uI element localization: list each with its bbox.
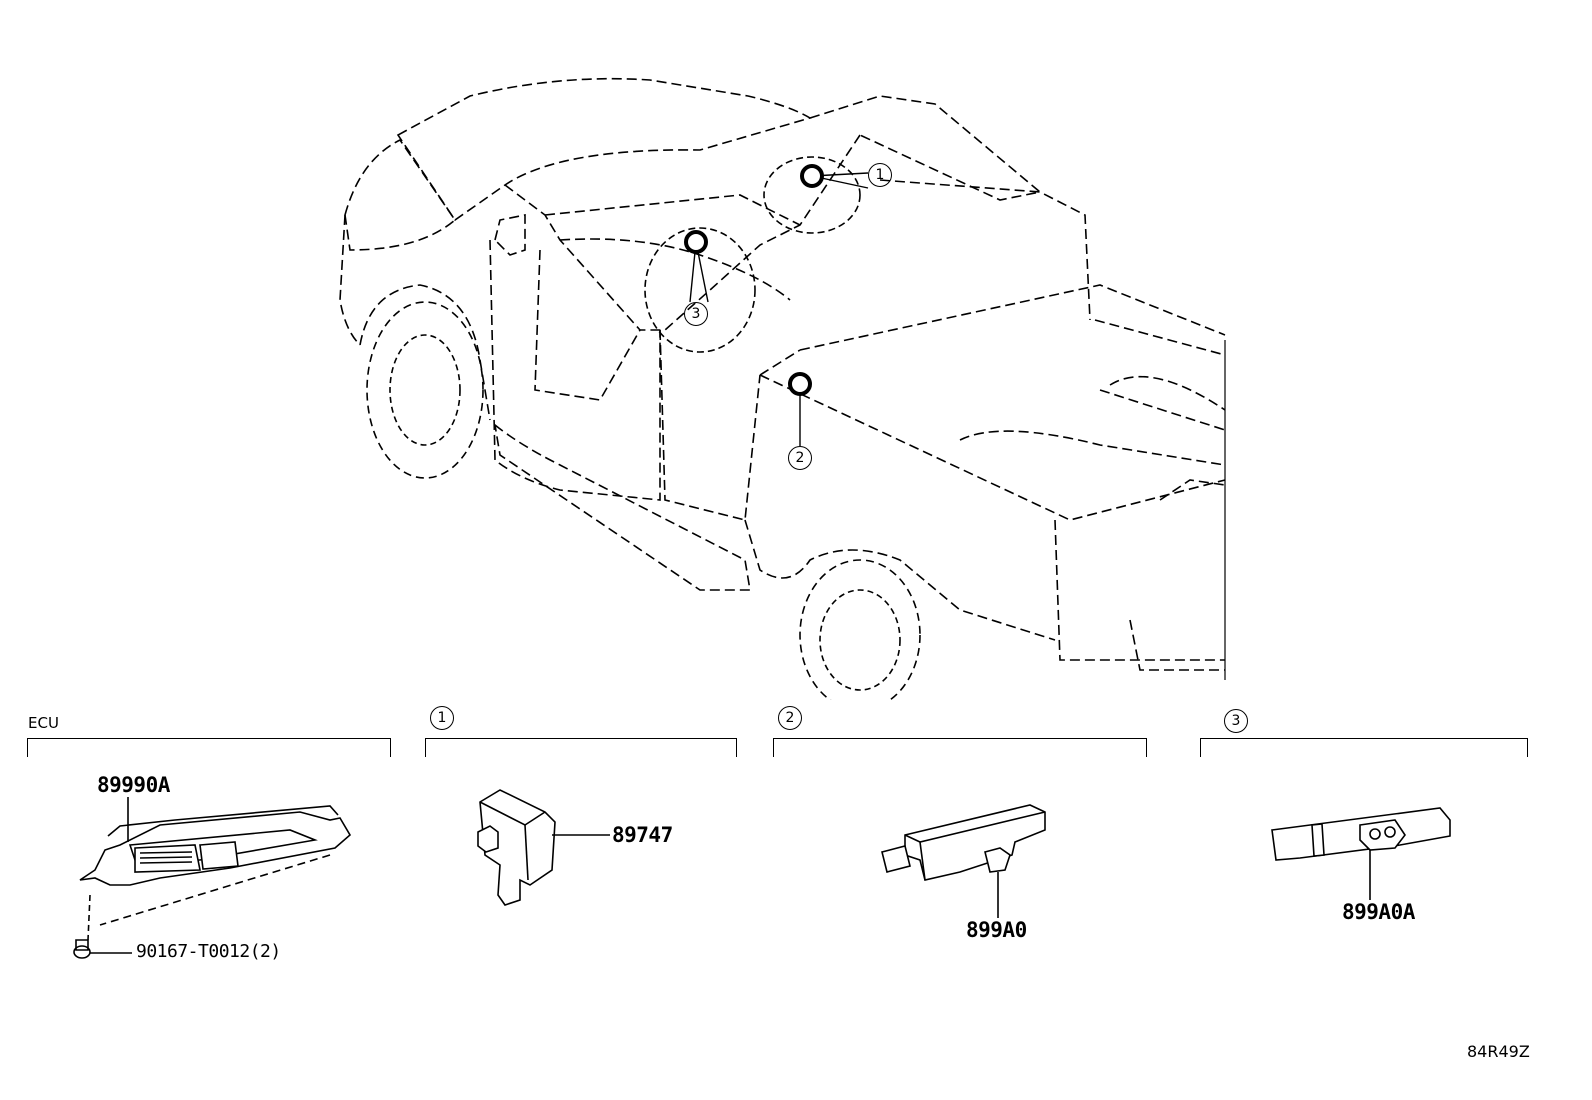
- sensor-point-2: [788, 372, 812, 396]
- section-2-title: 2: [778, 706, 802, 730]
- part-label-899A0A: 899A0A: [1342, 900, 1415, 924]
- parts-drawings: [73, 789, 1451, 959]
- section-ecu-bracket: [27, 738, 391, 757]
- part-label-89990A: 89990A: [97, 773, 170, 797]
- part-89747-drawing: [477, 789, 610, 906]
- callout-3: 3: [684, 302, 708, 326]
- part-899A0-drawing: [881, 804, 1046, 918]
- part-label-89747: 89747: [612, 823, 673, 847]
- sensor-point-3: [684, 230, 708, 254]
- callout-1: 1: [868, 163, 892, 187]
- section-3-bracket: [1200, 738, 1528, 757]
- callout-leaders: [684, 164, 869, 446]
- part-899A0A-drawing: [1271, 807, 1451, 900]
- callout-2: 2: [788, 446, 812, 470]
- ecu-assembly-drawing: [79, 797, 352, 941]
- sensor-point-1: [800, 164, 824, 188]
- section-3-title: 3: [1224, 709, 1248, 733]
- section-1-bracket: [425, 738, 737, 757]
- section-ecu-title: ECU: [28, 714, 59, 732]
- section-1-title: 1: [430, 706, 454, 730]
- part-label-899A0: 899A0: [966, 918, 1027, 942]
- section-2-bracket: [773, 738, 1147, 757]
- diagram-code: 84R49Z: [1467, 1042, 1530, 1061]
- part-label-90167-T0012: 90167-T0012(2): [136, 941, 281, 962]
- bolt-drawing: [73, 939, 132, 959]
- vehicle-illustration: [339, 77, 1226, 700]
